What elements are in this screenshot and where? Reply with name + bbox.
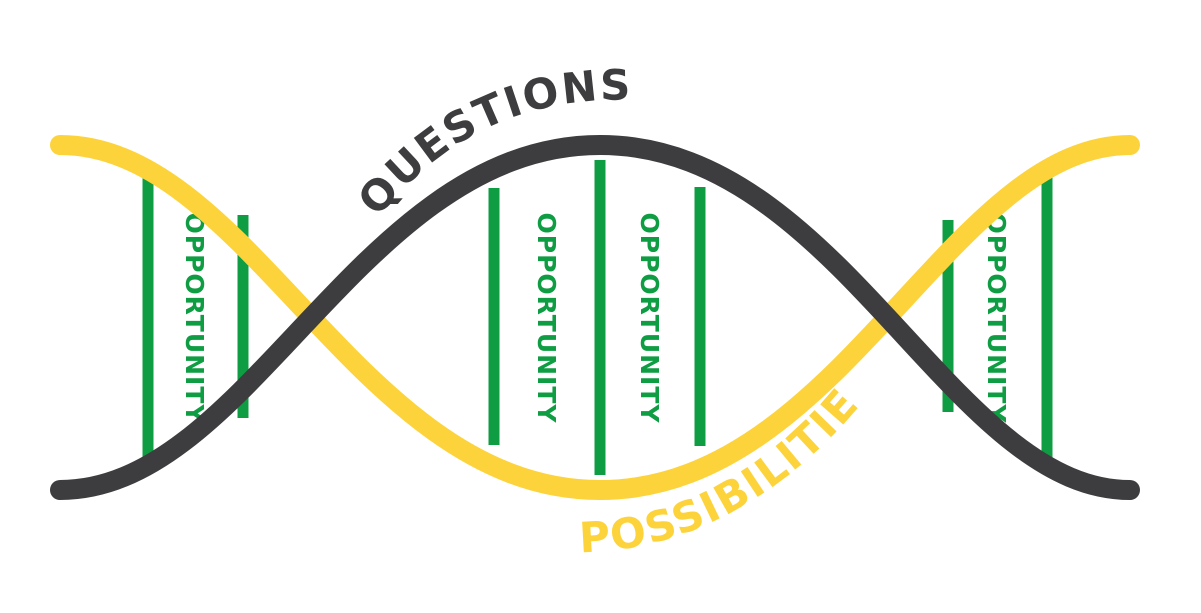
yellow-strand	[50, 135, 1140, 501]
dark-strand	[50, 134, 1140, 500]
opportunity-label-2: OPPORTUNITY	[532, 212, 561, 423]
opportunity-labels: OPPORTUNITY OPPORTUNITY OPPORTUNITY OPPO…	[180, 212, 1011, 423]
opportunity-label-4: OPPORTUNITY	[982, 212, 1011, 423]
opportunity-label-1: OPPORTUNITY	[180, 212, 209, 423]
opportunity-label-3: OPPORTUNITY	[635, 212, 664, 423]
rungs	[142, 160, 1053, 475]
